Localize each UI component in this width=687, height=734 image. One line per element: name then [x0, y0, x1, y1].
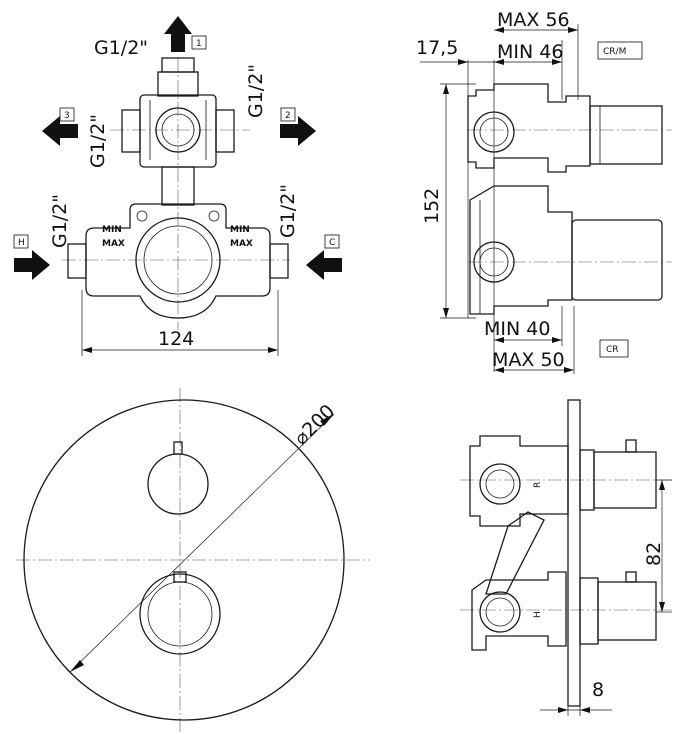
max-label-left: MAX — [102, 239, 125, 249]
variant-tag-cr: CR — [606, 345, 619, 355]
installed-temperature-handle — [597, 581, 657, 641]
thread-label-right-lower: G1/2" — [277, 184, 299, 238]
view-side-installed: R H 82 8 — [460, 399, 672, 716]
side-label-r: R — [533, 482, 543, 488]
port-3-outlet — [121, 109, 141, 153]
dim-max-50: MAX 50 — [492, 349, 565, 371]
port-2-tag: 2 — [285, 111, 291, 121]
dim-152: 152 — [421, 188, 443, 224]
dim-82: 82 — [643, 542, 665, 566]
hot-tag: H — [18, 238, 25, 248]
arrow-hot-in-icon — [14, 250, 50, 280]
arrow-right-icon — [280, 116, 316, 146]
view-front-body: MIN MAX MIN MAX 1 2 3 H C G1/2" G1/2" G1… — [13, 16, 342, 356]
view-cover-plate: ⌀200 — [16, 388, 370, 734]
arrow-cold-in-icon — [306, 250, 342, 280]
side-lower-cap — [571, 219, 663, 301]
dim-min-40: MIN 40 — [484, 318, 550, 340]
screw-left — [136, 210, 148, 222]
dim-min-46: MIN 46 — [497, 41, 563, 63]
min-label-left: MIN — [102, 225, 122, 235]
width-dimension: 124 — [158, 328, 194, 350]
dim-max-56: MAX 56 — [497, 9, 570, 31]
thread-label-right-upper: G1/2" — [245, 64, 267, 118]
thread-label-left-upper: G1/2" — [87, 114, 109, 168]
arrow-left-icon — [42, 116, 78, 146]
variant-tag-crm: CR/M — [603, 47, 626, 57]
side-label-h: H — [533, 611, 543, 618]
installed-lower-housing — [471, 571, 567, 651]
cartridge-bore-inner — [143, 225, 213, 295]
temperature-handle-marker — [173, 571, 187, 583]
max-label-right: MAX — [230, 239, 253, 249]
diverter-bore-inner — [161, 113, 195, 147]
thread-label-left-lower: G1/2" — [49, 194, 71, 248]
cover-plate — [23, 399, 345, 721]
wall-plate — [567, 399, 581, 707]
dim-diameter-200: ⌀200 — [290, 400, 339, 449]
screw-right — [208, 210, 220, 222]
diverter-knob-marker — [173, 441, 183, 455]
port-1-tag: 1 — [196, 39, 202, 49]
hot-inlet-stub — [67, 243, 87, 279]
arrow-up-icon — [164, 16, 192, 52]
port-2-outlet — [215, 109, 235, 153]
cold-inlet-stub — [269, 243, 289, 279]
installed-upper-housing — [469, 435, 569, 527]
side-upper-housing — [467, 83, 591, 173]
cartridge-bore — [135, 217, 221, 303]
mixing-body — [85, 203, 271, 319]
side-upper-cap — [589, 105, 663, 165]
thread-label-top: G1/2" — [94, 37, 148, 59]
min-label-right: MIN — [230, 225, 250, 235]
dim-8: 8 — [592, 679, 604, 701]
port-1-thread — [161, 57, 195, 73]
installed-connector — [485, 511, 545, 595]
temperature-handle — [139, 573, 221, 655]
port-3-tag: 3 — [64, 111, 70, 121]
diverter-knob — [147, 453, 209, 515]
cold-tag: C — [329, 238, 335, 248]
view-side-body: 17,5 MAX 56 MIN 46 CR/M 152 MIN 40 MAX 5 — [416, 9, 672, 374]
diverter-bore — [155, 107, 201, 153]
side-lower-housing — [469, 185, 573, 315]
body-neck — [161, 166, 195, 206]
dim-17-5: 17,5 — [416, 37, 458, 59]
